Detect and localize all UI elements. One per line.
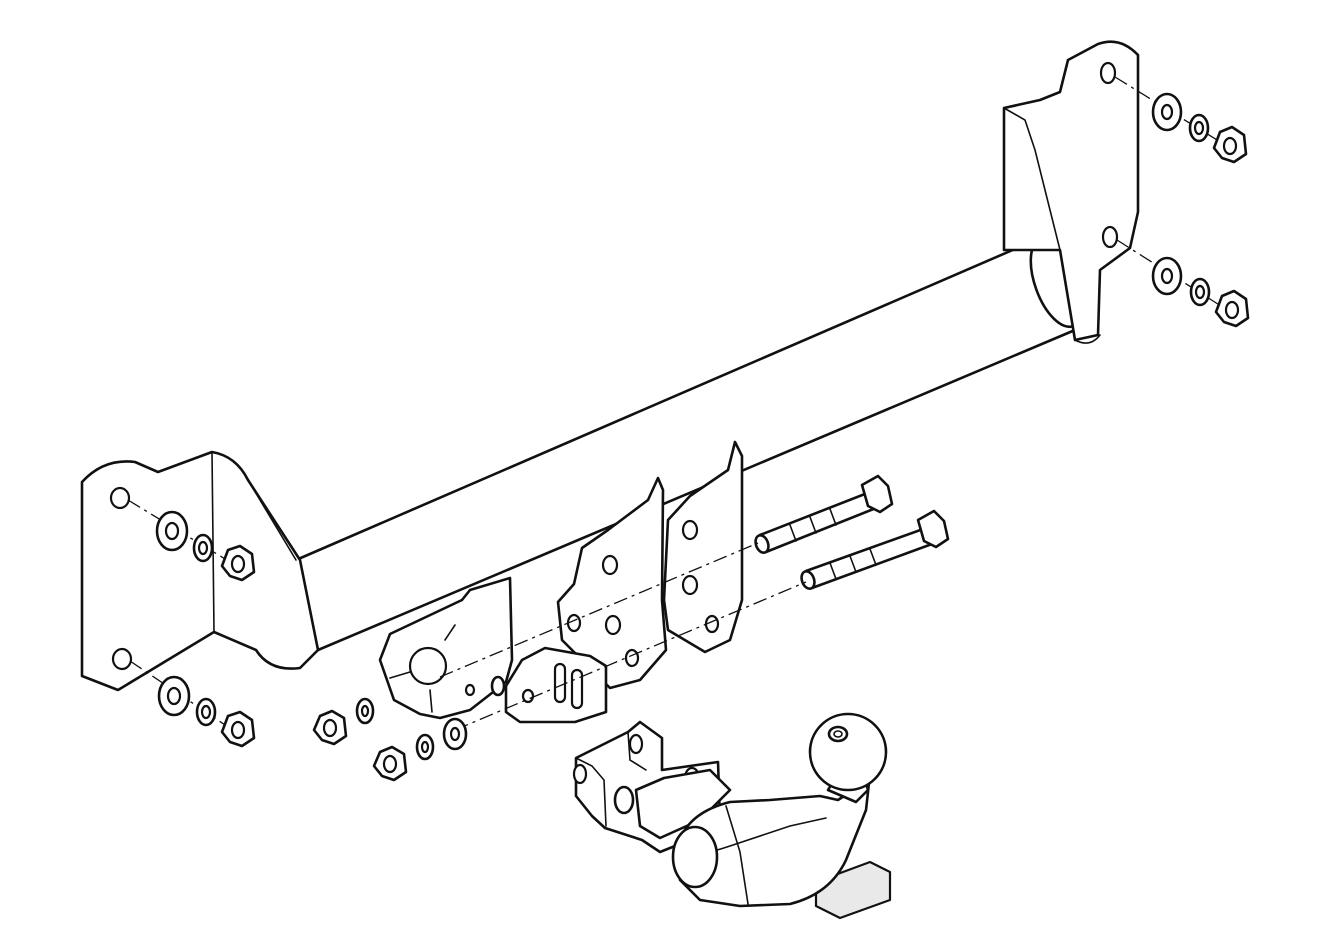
tow-ball-neck xyxy=(671,712,892,920)
tow-ball xyxy=(808,712,888,792)
bracket-hole xyxy=(1101,225,1119,249)
bracket-hole xyxy=(109,486,131,510)
fastener-set-left-lower xyxy=(157,675,256,748)
long-bolt xyxy=(754,474,894,555)
hitch-receiver xyxy=(572,720,732,854)
bracket-hole xyxy=(111,647,133,671)
fastener-set-right-lower xyxy=(1151,256,1250,328)
socket-plate xyxy=(378,576,514,720)
right-mounting-bracket xyxy=(1002,40,1140,344)
fastener-set-center xyxy=(312,675,506,782)
long-bolt xyxy=(800,509,950,591)
pin xyxy=(490,675,506,697)
fastener-set-left-upper xyxy=(155,510,256,582)
bracket-hole xyxy=(1099,61,1117,85)
fastener-set-right-upper xyxy=(1151,92,1248,164)
mounting-tab xyxy=(504,646,608,724)
left-mounting-bracket xyxy=(80,450,320,692)
